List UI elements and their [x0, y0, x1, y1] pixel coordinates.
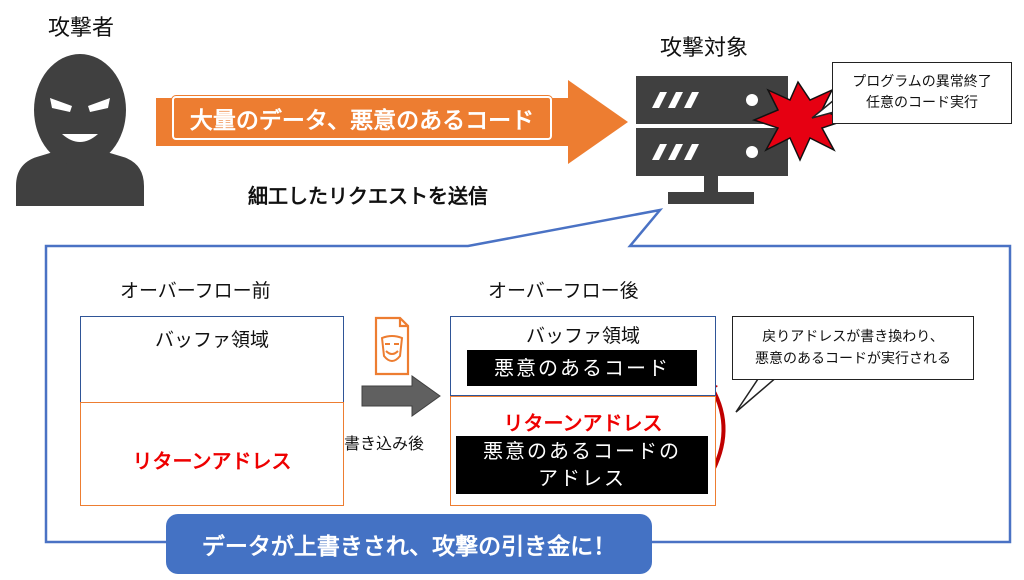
impact-line-1: プログラムの異常終了 [852, 74, 992, 90]
before-buffer-box: バッファ領域 [80, 316, 344, 402]
malicious-address-line-2: アドレス [538, 466, 626, 490]
malicious-address-line-1: 悪意のあるコードの [483, 439, 681, 463]
impact-line-2: 任意のコード実行 [866, 95, 978, 111]
server-icon [636, 76, 788, 204]
malicious-address-block: 悪意のあるコードの アドレス [456, 436, 708, 494]
attack-payload-label: 大量のデータ、悪意のあるコード [172, 96, 552, 140]
conclusion-banner: データが上書きされ、攻撃の引き金に！ [166, 514, 652, 574]
malicious-code-block: 悪意のあるコード [467, 350, 697, 386]
malicious-file-icon [374, 316, 410, 376]
attacker-label: 攻撃者 [48, 16, 115, 41]
after-return-label: リターンアドレス [503, 411, 663, 435]
explosion-icon [751, 80, 849, 162]
return-callout-tail [735, 375, 781, 413]
attacker-icon [16, 54, 144, 206]
request-caption: 細工したリクエストを送信 [248, 184, 488, 208]
return-callout-line-2: 悪意のあるコードが実行される [755, 351, 951, 367]
transition-arrow [361, 375, 441, 417]
before-return-box: リターンアドレス [80, 402, 344, 506]
impact-callout: プログラムの異常終了 任意のコード実行 [832, 62, 1012, 124]
after-overflow-title: オーバーフロー後 [488, 280, 639, 302]
return-callout: 戻りアドレスが書き換わり、 悪意のあるコードが実行される [732, 316, 974, 380]
target-label: 攻撃対象 [660, 36, 749, 61]
before-overflow-title: オーバーフロー前 [120, 280, 271, 302]
before-return-label: リターンアドレス [132, 449, 292, 473]
before-buffer-label: バッファ領域 [154, 329, 269, 351]
return-callout-line-1: 戻りアドレスが書き換わり、 [762, 329, 944, 345]
after-buffer-label: バッファ領域 [525, 325, 640, 347]
transition-label: 書き込み後 [344, 434, 425, 453]
